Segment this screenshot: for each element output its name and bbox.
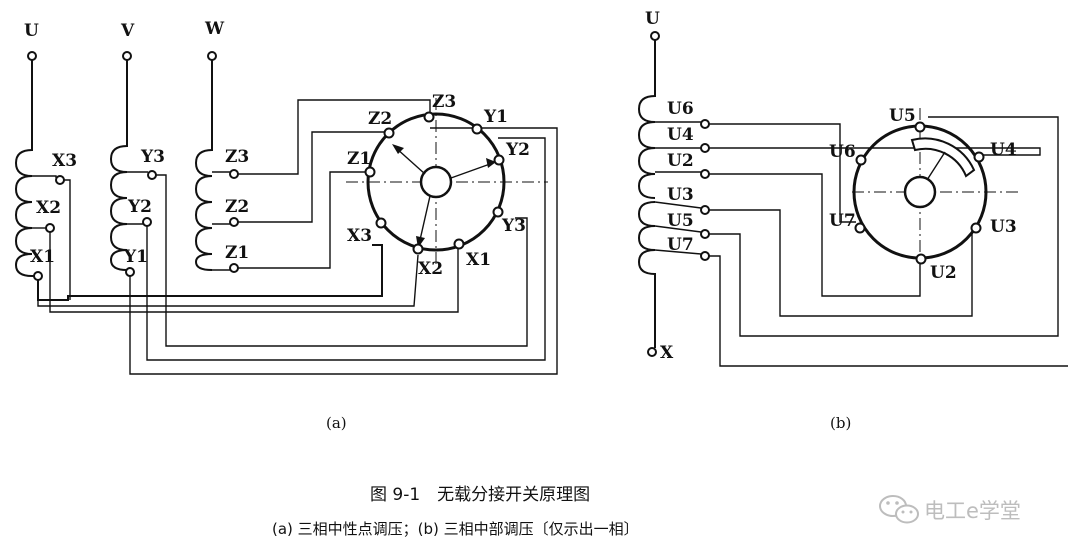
contact-label-z2: Z2 [368, 109, 392, 129]
contact-label-x3: X3 [347, 226, 372, 246]
terminal-w [207, 51, 217, 61]
tap-label-y3: Y3 [140, 147, 165, 167]
terminal-x-b [647, 347, 657, 357]
contact-label-u4: U4 [990, 140, 1017, 160]
contact-u7 [854, 222, 866, 234]
tap-label-y1: Y1 [123, 247, 148, 267]
tap-label-u3: U3 [667, 185, 694, 205]
contact-label-x1: X1 [466, 250, 491, 270]
contact-u2 [915, 253, 927, 265]
tap-label-z1: Z1 [225, 243, 249, 263]
tap-z1 [229, 263, 239, 273]
tap-label-x2: X2 [36, 198, 61, 218]
contact-label-y2: Y2 [505, 140, 530, 160]
wechat-icon [879, 495, 919, 524]
tap-label-z2: Z2 [225, 197, 249, 217]
diagram-a: U V W X3 X2 X1 [14, 19, 558, 432]
contact-y3 [492, 206, 504, 218]
phase-label-u: U [24, 21, 39, 41]
tap-z2 [229, 217, 239, 227]
tap-x1 [33, 271, 43, 281]
contact-label-u2: U2 [930, 263, 957, 283]
contact-x2 [412, 243, 424, 255]
caption-a: (a) [326, 414, 347, 432]
tap-z3 [229, 169, 239, 179]
phase-label-w: W [204, 19, 225, 39]
tap-u7 [700, 251, 710, 261]
phase-label-v: V [120, 21, 135, 41]
tap-label-y2: Y2 [127, 197, 152, 217]
tap-u6 [700, 119, 710, 129]
tap-u5 [700, 229, 710, 239]
figure-subtitle: (a) 三相中性点调压；(b) 三相中部调压〔仅示出一相〕 [272, 520, 639, 538]
tap-u3 [700, 205, 710, 215]
watermark-text: 电工e学堂 [924, 499, 1021, 523]
figure-title: 图 9-1 无载分接开关原理图 [370, 485, 590, 505]
winding-u [14, 60, 459, 313]
contact-u6 [855, 154, 867, 166]
diagram-b: U X U6 U4 U2 U3 U5 U7 [637, 9, 1068, 432]
tap-label-z3: Z3 [225, 147, 249, 167]
contact-x1 [453, 238, 465, 250]
contact-z1 [364, 166, 376, 178]
tap-y2 [142, 217, 152, 227]
contact-z3 [423, 111, 435, 123]
contact-label-x2: X2 [418, 259, 443, 279]
terminal-u [27, 51, 37, 61]
contact-u4 [973, 151, 985, 163]
caption-b: (b) [830, 414, 851, 432]
tap-label-x1: X1 [30, 247, 55, 267]
contact-u5 [914, 121, 926, 133]
contact-u3 [970, 222, 982, 234]
contact-label-z1: Z1 [347, 149, 371, 169]
contact-label-z3: Z3 [432, 92, 456, 112]
contact-label-y3: Y3 [501, 216, 526, 236]
terminal-v [122, 51, 132, 61]
contact-x3 [375, 217, 387, 229]
tap-y1 [125, 267, 135, 277]
tap-label-u6: U6 [667, 99, 694, 119]
contact-z2 [383, 127, 395, 139]
winding-w [194, 60, 431, 273]
contact-label-u6: U6 [829, 142, 856, 162]
switch-a [346, 98, 548, 264]
tap-label-u4: U4 [667, 125, 694, 145]
label-u: U [645, 9, 660, 29]
contact-label-y1: Y1 [483, 107, 508, 127]
tap-label-u2: U2 [667, 151, 694, 171]
terminal-u-b [650, 31, 660, 41]
tap-x2 [45, 223, 55, 233]
tap-u4 [700, 143, 710, 153]
contact-label-u7: U7 [829, 211, 856, 231]
tap-y3 [147, 170, 157, 180]
tap-label-x3: X3 [52, 151, 77, 171]
contact-label-u3: U3 [990, 217, 1017, 237]
label-x: X [660, 343, 674, 363]
contact-y2 [493, 154, 505, 166]
tap-label-u5: U5 [667, 211, 694, 231]
winding-v [109, 60, 558, 375]
tap-x3 [55, 175, 65, 185]
contact-y1 [471, 123, 483, 135]
tap-label-u7: U7 [667, 235, 694, 255]
tap-u2 [700, 169, 710, 179]
watermark: 电工e学堂 [879, 495, 1021, 524]
winding-b [637, 40, 1068, 367]
switch-b [852, 108, 1022, 276]
contact-label-u5: U5 [889, 106, 916, 126]
